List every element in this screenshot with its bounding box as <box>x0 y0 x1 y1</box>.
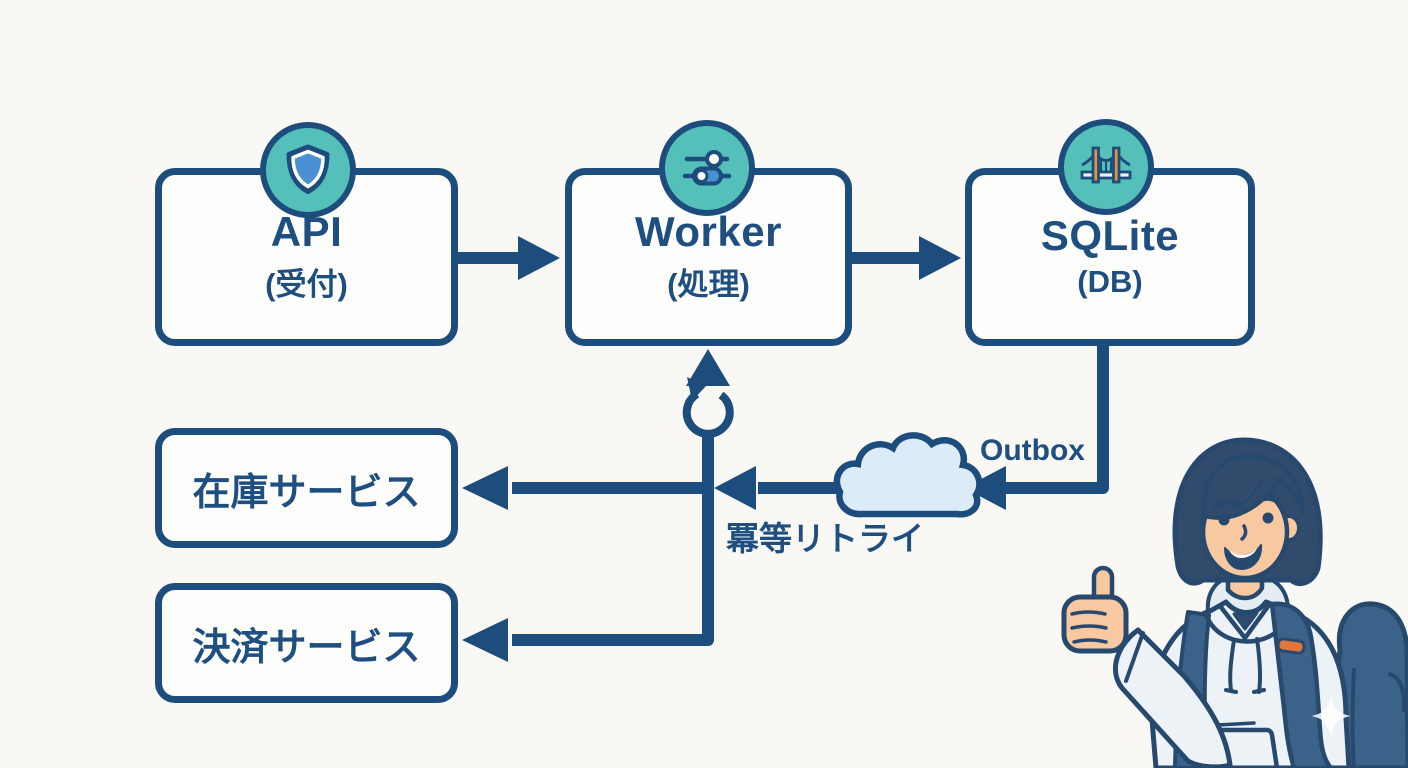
bridge-icon <box>1080 146 1132 184</box>
idempotent-retry-label: 冪等リトライ <box>726 520 924 557</box>
backpack-seams <box>1350 668 1407 768</box>
edge-retry-line <box>462 437 714 662</box>
edge-sqlite-cloud <box>964 346 1109 510</box>
mouth <box>1224 544 1263 570</box>
node-payment-service: 決済サービス <box>155 583 458 703</box>
backpack-strap-right <box>1269 601 1334 768</box>
edge-worker-sqlite <box>851 236 961 280</box>
edge-cloud-junction <box>714 466 850 510</box>
retry-icon <box>682 377 734 438</box>
node-sqlite-subtitle: (DB) <box>1077 263 1143 299</box>
outbox-label: Outbox <box>980 434 1085 467</box>
sparkle-icon <box>1311 694 1351 738</box>
node-worker-subtitle: (処理) <box>667 267 750 303</box>
payment-service-label: 決済サービス <box>192 626 421 669</box>
head <box>1172 437 1323 586</box>
finger-lines <box>1070 610 1108 644</box>
node-worker-title: Worker <box>635 207 782 255</box>
cloud-icon <box>833 432 983 518</box>
shield-icon <box>286 144 330 194</box>
api-icon-badge <box>260 122 356 218</box>
cuff-seam <box>1124 631 1145 683</box>
thumbs-up-arm <box>1061 565 1233 768</box>
inventory-service-label: 在庫サービス <box>192 471 421 514</box>
edge-retry-worker <box>686 349 730 386</box>
node-inventory-service: 在庫サービス <box>155 428 458 548</box>
sliders-icon <box>682 150 732 186</box>
eye-left <box>1218 514 1230 526</box>
sqlite-icon-badge <box>1058 119 1154 215</box>
eyebrows <box>1212 496 1281 510</box>
nose <box>1240 524 1248 541</box>
node-api-subtitle: (受付) <box>265 267 348 303</box>
eye-right <box>1262 512 1274 524</box>
fist <box>1061 594 1129 654</box>
worker-icon-badge <box>659 120 755 216</box>
edge-api-worker <box>456 236 560 280</box>
hair-strand <box>1233 476 1264 510</box>
strap-orange-tab <box>1276 637 1306 655</box>
edges <box>456 236 1109 662</box>
node-sqlite-title: SQLite <box>1040 212 1180 260</box>
person-illustration <box>1061 437 1408 768</box>
edge-junction-inventory <box>462 466 702 510</box>
